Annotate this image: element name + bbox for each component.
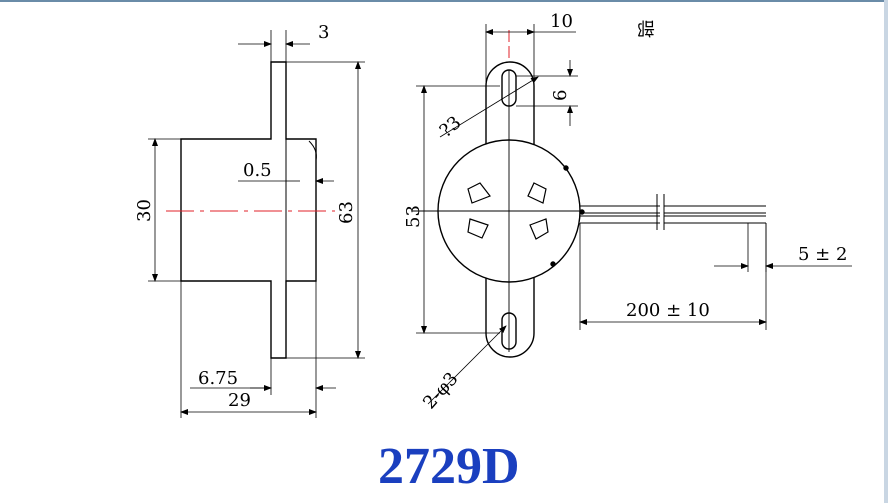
bottom-mounting-tab <box>485 275 535 358</box>
dim-overall-depth: 29 <box>228 390 251 411</box>
dim-flange-thickness: 3 <box>318 22 329 43</box>
dim-slot-width: 10 <box>550 11 573 32</box>
side-view <box>148 30 365 418</box>
fragment-text: 部 <box>637 17 655 38</box>
dim-body-height: 53 <box>403 205 424 228</box>
side-flange-outline <box>180 61 317 359</box>
model-title: 2729D <box>378 438 520 495</box>
window-top-border <box>0 0 888 2</box>
dim-gap: 0.5 <box>243 160 272 181</box>
dim-slot-length: 6 <box>550 90 571 101</box>
sound-hole-4 <box>529 218 549 240</box>
front-view <box>412 24 852 405</box>
sound-hole-1 <box>467 182 491 204</box>
dim-body-diameter: 30 <box>134 199 155 222</box>
dim-lead-length: 200 ± 10 <box>626 300 710 321</box>
window-right-border <box>884 0 888 503</box>
dim-flange-height: 63 <box>336 201 357 224</box>
sound-hole-2 <box>527 182 547 204</box>
side-view-labels: 3 0.5 6.75 29 30 63 <box>134 22 357 411</box>
dim-radius: ?3 <box>436 112 466 142</box>
sound-hole-3 <box>467 218 489 239</box>
dim-holes: 2-φ3 <box>419 368 462 413</box>
dim-lead-strip: 5 ± 2 <box>798 244 847 265</box>
dim-offset: 6.75 <box>198 368 238 389</box>
